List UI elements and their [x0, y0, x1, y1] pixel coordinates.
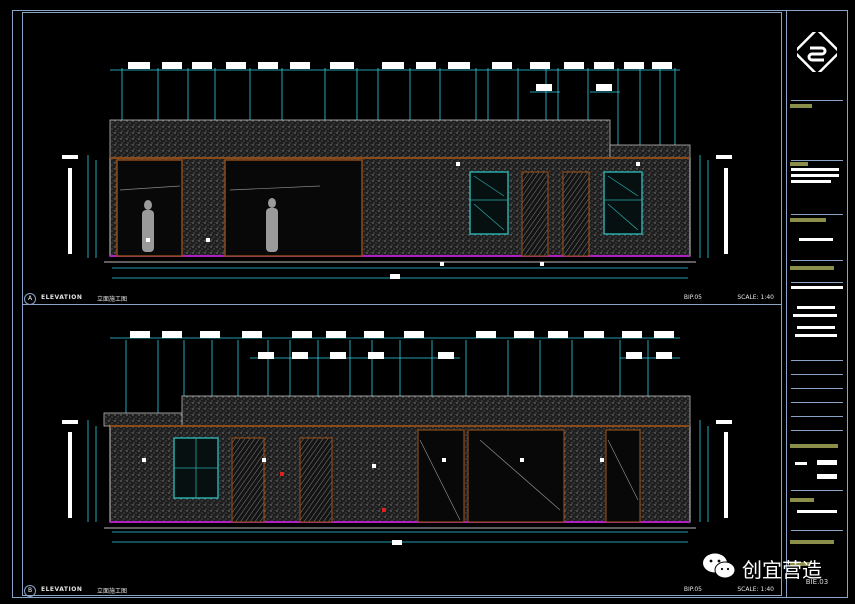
tb-text-block [797, 326, 835, 329]
elevation-b-tag: B [24, 585, 36, 597]
tb-text-block [795, 462, 807, 465]
tb-text-block [791, 174, 839, 177]
tb-divider [791, 160, 843, 161]
tb-accent-bar [790, 498, 814, 502]
wechat-icon [703, 553, 736, 579]
tb-accent-bar [790, 562, 810, 566]
tb-divider [791, 374, 843, 375]
tb-text-block [797, 306, 835, 309]
tb-accent-bar [790, 266, 834, 270]
elevation-b-name: ELEVATION [41, 586, 83, 593]
elevation-b [62, 331, 732, 545]
company-logo-icon [797, 32, 837, 72]
elevation-a-cn: 立面施工图 [97, 296, 128, 303]
elevation-b-label: B ELEVATION 立面施工图 BIP.05 SCALE: 1:40 [22, 585, 782, 597]
tb-accent-bar [790, 540, 834, 544]
elevation-b-cn: 立面施工图 [97, 588, 128, 595]
tb-text-block [795, 334, 837, 337]
elevation-a-scale: SCALE: 1:40 [737, 294, 774, 301]
tb-text-block [793, 314, 837, 317]
tb-text-block [799, 238, 833, 241]
elevation-b-code: BIP.05 [683, 586, 702, 593]
tb-text-block [797, 510, 837, 513]
tb-divider [791, 260, 843, 261]
elevation-b-scale: SCALE: 1:40 [737, 586, 774, 593]
tb-divider [791, 214, 843, 215]
elevation-a-label: A ELEVATION 立面施工图 BIP.05 SCALE: 1:40 [22, 293, 782, 305]
tb-divider [791, 402, 843, 403]
tb-text-block [817, 474, 837, 479]
tb-divider [791, 388, 843, 389]
elevation-a [62, 62, 732, 279]
drawing-border-outer [12, 10, 848, 598]
tb-divider [791, 416, 843, 417]
elevation-a-name: ELEVATION [41, 294, 83, 301]
tb-divider [791, 490, 843, 491]
tb-divider [791, 430, 843, 431]
tb-accent-bar [790, 104, 812, 108]
elevation-a-rule [22, 304, 782, 305]
elevation-a-code: BIP.05 [683, 294, 702, 301]
tb-divider [791, 360, 843, 361]
tb-divider [791, 282, 843, 283]
title-block: BIE.03 [786, 10, 848, 598]
tb-text-block [817, 460, 837, 465]
tb-text-block [791, 168, 839, 171]
tb-divider [791, 530, 843, 531]
tb-accent-bar [790, 218, 826, 222]
tb-divider [791, 100, 843, 101]
tb-text-block [791, 180, 831, 183]
tb-text-block [791, 286, 843, 289]
sheet-number: BIE.03 [805, 578, 829, 586]
tb-accent-bar [790, 162, 808, 166]
watermark-text: 创宜营造 [742, 558, 822, 582]
tb-accent-bar [790, 444, 838, 448]
